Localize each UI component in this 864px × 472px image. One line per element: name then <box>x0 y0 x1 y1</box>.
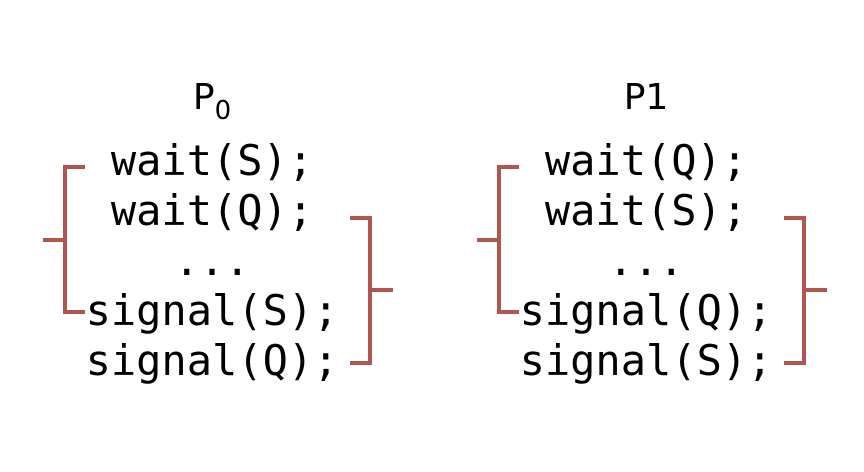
bracket-top-arm <box>350 216 372 220</box>
bracket-vertical <box>63 165 67 314</box>
bracket-middle-tick <box>477 238 497 242</box>
p0-title-main: P <box>192 77 215 118</box>
bracket-bottom-arm <box>784 361 806 365</box>
bracket-bottom-arm <box>350 361 372 365</box>
p0-code-line-3: ... <box>174 236 250 285</box>
bracket-top-arm <box>63 165 85 169</box>
bracket-bottom-arm <box>497 310 519 314</box>
bracket-vertical <box>497 165 501 314</box>
process-p0: P0 wait(S); wait(Q); ... signal(S); sign… <box>0 0 424 472</box>
p1-title: P1 <box>434 78 858 121</box>
p1-title-main: P1 <box>623 77 669 118</box>
process-p1: P1 wait(Q); wait(S); ... signal(Q); sign… <box>434 0 858 472</box>
p0-title-subscript: 0 <box>214 96 232 126</box>
p1-code-line-3: ... <box>608 236 684 285</box>
p1-code-line-5: signal(S); <box>519 336 773 385</box>
p1-code-block: wait(Q); wait(S); ... signal(Q); signal(… <box>434 136 858 386</box>
bracket-top-arm <box>497 165 519 169</box>
bracket-middle-tick <box>368 288 393 292</box>
p0-code-block: wait(S); wait(Q); ... signal(S); signal(… <box>0 136 424 386</box>
p1-code-line-4: signal(Q); <box>519 286 773 335</box>
p0-title: P0 <box>0 77 424 127</box>
bracket-top-arm <box>784 216 806 220</box>
bracket-bottom-arm <box>63 310 85 314</box>
bracket-middle-tick <box>43 238 63 242</box>
p0-code-line-2: wait(Q); <box>110 186 314 235</box>
p0-code-line-4: signal(S); <box>85 286 339 335</box>
p1-code-line-1: wait(Q); <box>544 136 748 185</box>
bracket-middle-tick <box>802 288 827 292</box>
p0-code-line-5: signal(Q); <box>85 336 339 385</box>
p0-code-line-1: wait(S); <box>110 136 314 185</box>
p1-code-line-2: wait(S); <box>544 186 748 235</box>
